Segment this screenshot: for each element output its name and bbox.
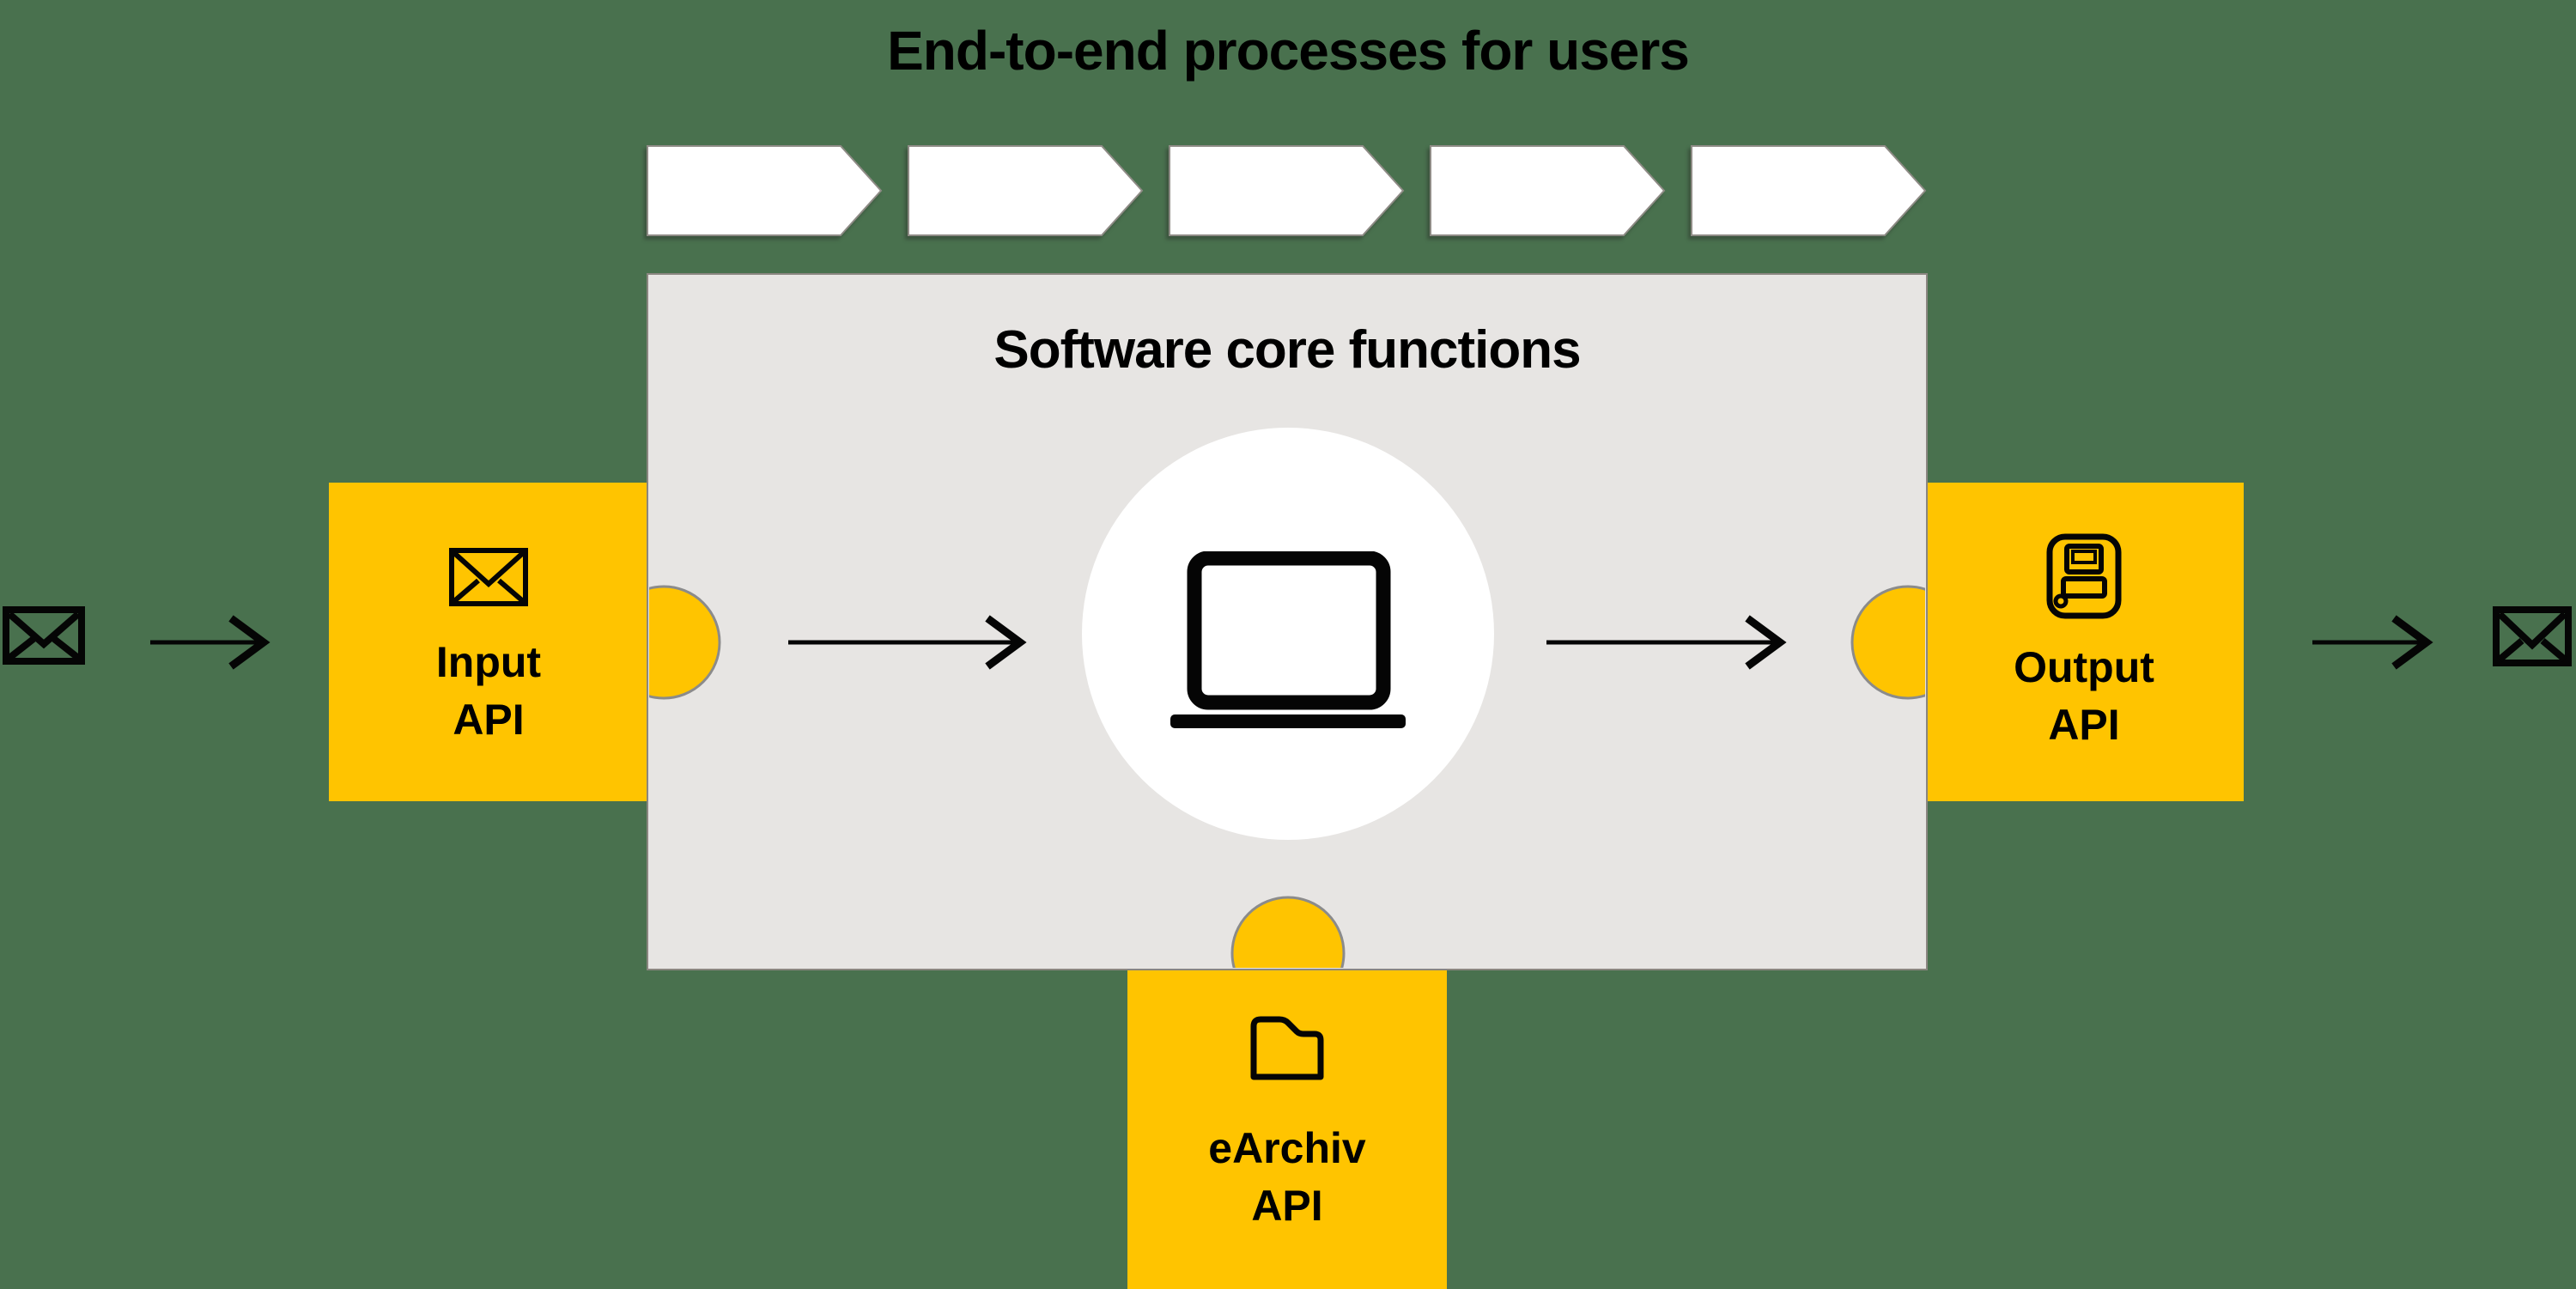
process-steps-row [647,145,1927,236]
flow-arrow-right-out [2312,615,2433,670]
process-step-chevron [1169,145,1405,236]
process-step-chevron [908,145,1144,236]
process-step-chevron [1430,145,1666,236]
process-step-chevron [647,145,883,236]
earchiv-api-block: eArchiv API [1127,967,1447,1289]
earchiv-api-label: eArchiv API [1208,1124,1366,1230]
core-functions-title: Software core functions [993,320,1581,380]
output-api-label: Output API [2014,643,2154,749]
output-api-block: Output API [1924,483,2244,801]
process-step-chevron [1691,145,1927,236]
input-api-block: Input API [329,483,648,801]
envelope-icon [3,606,85,665]
flow-arrow-left-in [150,615,270,670]
envelope-icon [2493,606,2572,666]
envelope-icon [449,548,528,606]
folder-icon [1250,1016,1324,1080]
server-icon [2046,533,2122,619]
laptop-icon [1170,551,1406,728]
input-api-label: Input API [435,638,542,744]
core-circle [1082,428,1494,840]
diagram-title: End-to-end processes for users [887,20,1690,82]
